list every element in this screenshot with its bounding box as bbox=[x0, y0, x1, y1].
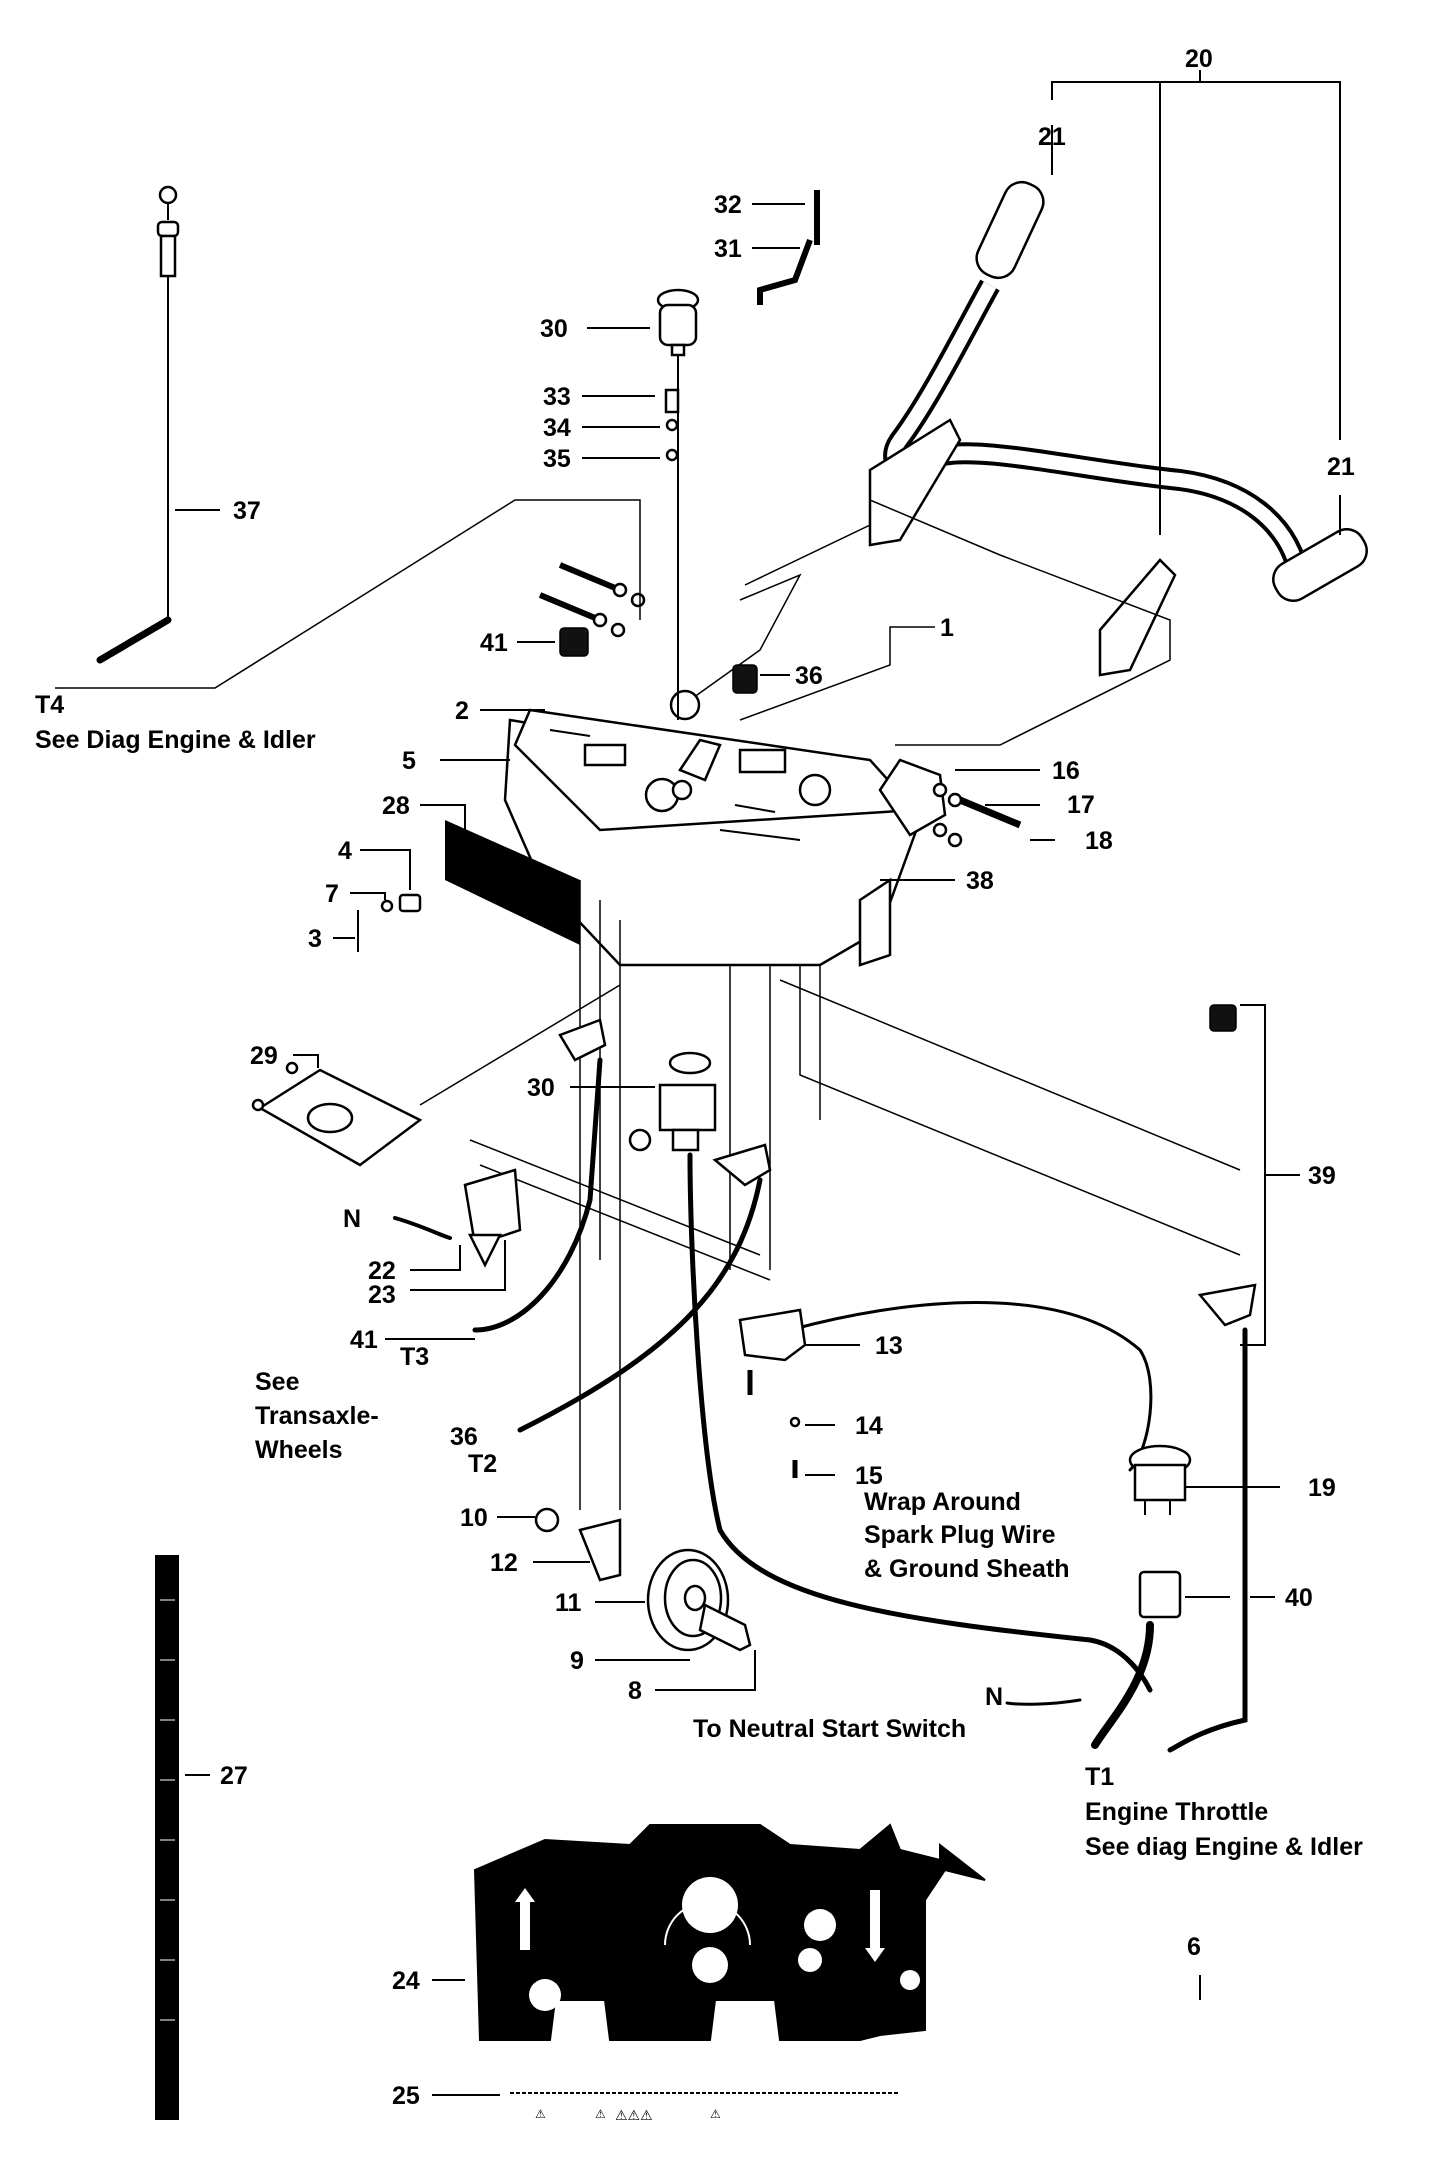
transaxle-note-line1: See bbox=[255, 1368, 300, 1396]
wrap-note-line2: Spark Plug Wire bbox=[864, 1521, 1056, 1549]
leader-lines bbox=[55, 70, 1341, 2096]
ignition-switch bbox=[628, 1051, 717, 1152]
label-41-lower: 41 bbox=[350, 1326, 378, 1354]
label-8: 8 bbox=[628, 1677, 642, 1705]
control-panel-decal: STOP bbox=[473, 1823, 986, 2041]
t1-ref: T1 bbox=[1085, 1763, 1114, 1791]
clip-41 bbox=[559, 627, 589, 657]
foam-pad bbox=[445, 820, 580, 945]
label-10: 10 bbox=[460, 1504, 488, 1532]
label-40: 40 bbox=[1285, 1584, 1313, 1612]
label-30-lower: 30 bbox=[527, 1074, 555, 1102]
label-11: 11 bbox=[555, 1589, 582, 1617]
label-2: 2 bbox=[455, 697, 469, 725]
handlebar bbox=[868, 180, 1368, 677]
t1-note-line2: See diag Engine & Idler bbox=[1085, 1833, 1363, 1861]
console bbox=[503, 689, 922, 967]
label-6: 6 bbox=[1187, 1933, 1201, 1961]
mounting-bracket bbox=[858, 877, 892, 967]
label-25: 25 bbox=[392, 2082, 420, 2110]
clip-36 bbox=[732, 664, 758, 694]
label-33: 33 bbox=[543, 383, 571, 411]
wrap-note-line1: Wrap Around bbox=[864, 1488, 1021, 1516]
assembly-outline bbox=[689, 498, 1171, 746]
label-35: 35 bbox=[543, 445, 571, 473]
label-15: 15 bbox=[855, 1462, 883, 1490]
warning-icon: ⚠ bbox=[535, 2107, 546, 2121]
label-22: 22 bbox=[368, 1257, 396, 1285]
t4-note: See Diag Engine & Idler bbox=[35, 726, 316, 754]
label-16: 16 bbox=[1052, 757, 1080, 785]
label-34: 34 bbox=[543, 414, 571, 442]
label-9: 9 bbox=[570, 1647, 584, 1675]
label-21-lower: 21 bbox=[1327, 453, 1355, 481]
neutral-start-note: To Neutral Start Switch bbox=[693, 1715, 966, 1743]
n-upper: N bbox=[343, 1205, 361, 1233]
t1-note-line1: Engine Throttle bbox=[1085, 1798, 1268, 1826]
diagram-notes: T4 See Diag Engine & Idler N T3 See Tran… bbox=[35, 691, 1363, 1861]
label-24: 24 bbox=[392, 1967, 420, 1995]
label-20: 20 bbox=[1185, 45, 1213, 73]
relay bbox=[738, 1308, 807, 1362]
wrap-note-line3: & Ground Sheath bbox=[864, 1555, 1070, 1583]
transaxle-note-line3: Wheels bbox=[255, 1436, 343, 1464]
ignition-key-switch bbox=[1128, 1444, 1192, 1515]
label-17: 17 bbox=[1067, 791, 1095, 819]
label-27: 27 bbox=[220, 1762, 248, 1790]
label-41-upper: 41 bbox=[480, 629, 508, 657]
control-knob bbox=[656, 288, 700, 720]
warning-icon: ⚠ bbox=[710, 2107, 721, 2121]
label-3: 3 bbox=[308, 925, 322, 953]
label-14: 14 bbox=[855, 1412, 883, 1440]
label-5: 5 bbox=[402, 747, 416, 775]
label-36-lower: 36 bbox=[450, 1423, 478, 1451]
label-1: 1 bbox=[940, 614, 954, 642]
label-38: 38 bbox=[966, 867, 994, 895]
label-18: 18 bbox=[1085, 827, 1113, 855]
ruler-decal bbox=[155, 1555, 179, 2120]
warning-decal-strip: ⚠ ⚠ ⚠⚠⚠ ⚠ bbox=[510, 2092, 900, 2124]
label-32: 32 bbox=[714, 191, 742, 219]
label-39: 39 bbox=[1308, 1162, 1336, 1190]
label-36-upper: 36 bbox=[795, 662, 823, 690]
warning-icon: ⚠⚠⚠ bbox=[615, 2108, 653, 2124]
transaxle-note-line2: Transaxle- bbox=[255, 1402, 379, 1430]
warning-icon: ⚠ bbox=[595, 2107, 606, 2121]
label-30-upper: 30 bbox=[540, 315, 568, 343]
label-37: 37 bbox=[233, 497, 261, 525]
mounting-plate bbox=[251, 1061, 423, 1167]
connector bbox=[1138, 1570, 1182, 1619]
label-4: 4 bbox=[338, 837, 352, 865]
clip-39 bbox=[1209, 1004, 1237, 1032]
label-21-upper: 21 bbox=[1038, 123, 1066, 151]
callout-labels: 20 21 21 32 31 30 33 34 35 37 1 41 36 2 … bbox=[220, 45, 1355, 2110]
cables bbox=[472, 1057, 1248, 1753]
t4-ref: T4 bbox=[35, 691, 64, 719]
choke-cable bbox=[96, 185, 180, 664]
label-13: 13 bbox=[875, 1332, 903, 1360]
decal-stop-text: STOP bbox=[740, 2004, 770, 2016]
label-28: 28 bbox=[382, 792, 410, 820]
label-12: 12 bbox=[490, 1549, 518, 1577]
label-23: 23 bbox=[368, 1281, 396, 1309]
label-31: 31 bbox=[714, 235, 742, 263]
label-29: 29 bbox=[250, 1042, 278, 1070]
t2-ref: T2 bbox=[468, 1450, 497, 1478]
label-19: 19 bbox=[1308, 1474, 1336, 1502]
n-lower: N bbox=[985, 1683, 1003, 1711]
t3-ref: T3 bbox=[400, 1343, 429, 1371]
label-7: 7 bbox=[325, 880, 339, 908]
